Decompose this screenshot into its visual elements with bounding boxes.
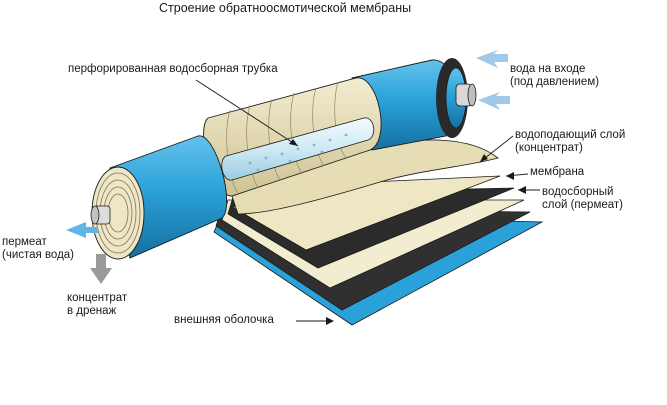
- label-permeate-line2: (чистая вода): [2, 249, 75, 261]
- concentrate-arrow: [90, 254, 112, 284]
- label-water-inlet: вода на входе (под давлением): [510, 63, 599, 89]
- label-collector-layer-line2: слой (пермеат): [542, 199, 623, 211]
- label-feed-layer: водоподающий слой (концентрат): [515, 129, 625, 155]
- label-concentrate-line2: в дренаж: [67, 305, 117, 317]
- leader-arrowhead-collector: [518, 186, 526, 194]
- label-concentrate-line1: концентрат: [67, 292, 128, 304]
- label-permeate-line1: пермеат: [2, 236, 47, 248]
- label-feed-layer-line1: водоподающий слой: [515, 129, 626, 141]
- leader-arrowhead-tube: [289, 139, 298, 146]
- tube-perforations: [248, 133, 348, 172]
- label-concentrate: концентрат в дренаж: [67, 292, 127, 318]
- label-collector-layer: водосборный слой (пермеат): [542, 186, 623, 212]
- wound-layer-lines: [226, 81, 347, 195]
- label-collector-layer-line1: водосборный: [542, 186, 614, 198]
- label-permeate: пермеат (чистая вода): [2, 236, 74, 262]
- leader-lines: [195, 79, 540, 322]
- leader-arrowhead-shell: [326, 317, 334, 325]
- inlet-pipe-end: [467, 83, 477, 107]
- leader-arrowhead-feed: [480, 154, 488, 162]
- label-feed-layer-line2: (концентрат): [515, 142, 583, 154]
- inlet-arrow-bottom: [478, 92, 510, 110]
- leader-arrowhead-membrane: [506, 172, 514, 180]
- inlet-arrow-top: [476, 50, 508, 68]
- label-outer-shell: внешняя оболочка: [174, 314, 274, 326]
- diagram-title: Строение обратноосмотической мембраны: [159, 1, 412, 15]
- permeate-arrow: [66, 222, 98, 238]
- label-perforated-tube: перфорированная водосборная трубка: [68, 63, 278, 75]
- permeate-outlet-end: [90, 205, 100, 225]
- label-membrane: мембрана: [530, 166, 585, 178]
- label-water-inlet-line1: вода на входе: [510, 63, 586, 75]
- label-water-inlet-line2: (под давлением): [510, 76, 600, 88]
